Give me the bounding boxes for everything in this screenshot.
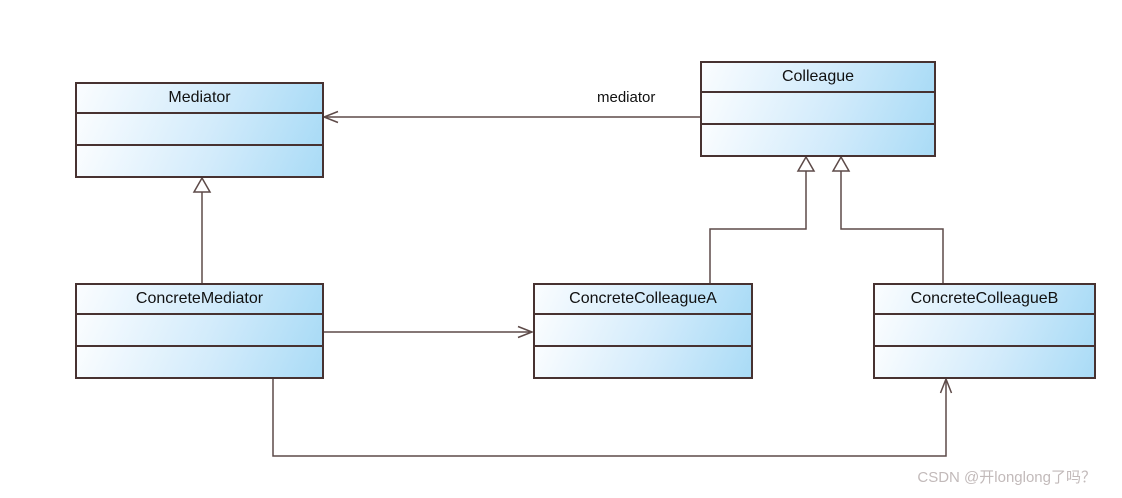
attributes-compartment <box>77 114 322 146</box>
operations-compartment <box>702 125 934 155</box>
operations-compartment <box>77 347 322 377</box>
class-name-colleague: Colleague <box>702 63 934 93</box>
hollow-triangle-icon <box>192 176 212 193</box>
class-box-mediator: Mediator <box>75 82 324 178</box>
open-arrowhead-icon <box>321 110 339 124</box>
class-box-concrete-colleague-b: ConcreteColleagueB <box>873 283 1096 379</box>
association-concretemediator-to-b-line <box>272 379 947 457</box>
class-box-colleague: Colleague <box>700 61 936 157</box>
class-box-concrete-colleague-a: ConcreteColleagueA <box>533 283 753 379</box>
attributes-compartment <box>77 315 322 347</box>
class-name-concrete-colleague-b: ConcreteColleagueB <box>875 285 1094 315</box>
open-arrowhead-icon <box>517 325 535 339</box>
operations-compartment <box>535 347 751 377</box>
csdn-watermark: CSDN @开longlong了吗？ <box>917 469 1096 486</box>
attributes-compartment <box>535 315 751 347</box>
class-name-concrete-mediator: ConcreteMediator <box>77 285 322 315</box>
class-name-concrete-colleague-a: ConcreteColleagueA <box>535 285 751 315</box>
generalization-concretecolleaguea-line <box>709 171 807 283</box>
operations-compartment <box>875 347 1094 377</box>
attributes-compartment <box>702 93 934 125</box>
class-name-mediator: Mediator <box>77 84 322 114</box>
association-role-label: mediator <box>597 89 656 106</box>
attributes-compartment <box>875 315 1094 347</box>
open-arrowhead-icon <box>939 376 953 394</box>
class-box-concrete-mediator: ConcreteMediator <box>75 283 324 379</box>
hollow-triangle-icon <box>796 155 816 172</box>
operations-compartment <box>77 146 322 176</box>
generalization-concretecolleagueb-line <box>840 171 944 283</box>
hollow-triangle-icon <box>831 155 851 172</box>
